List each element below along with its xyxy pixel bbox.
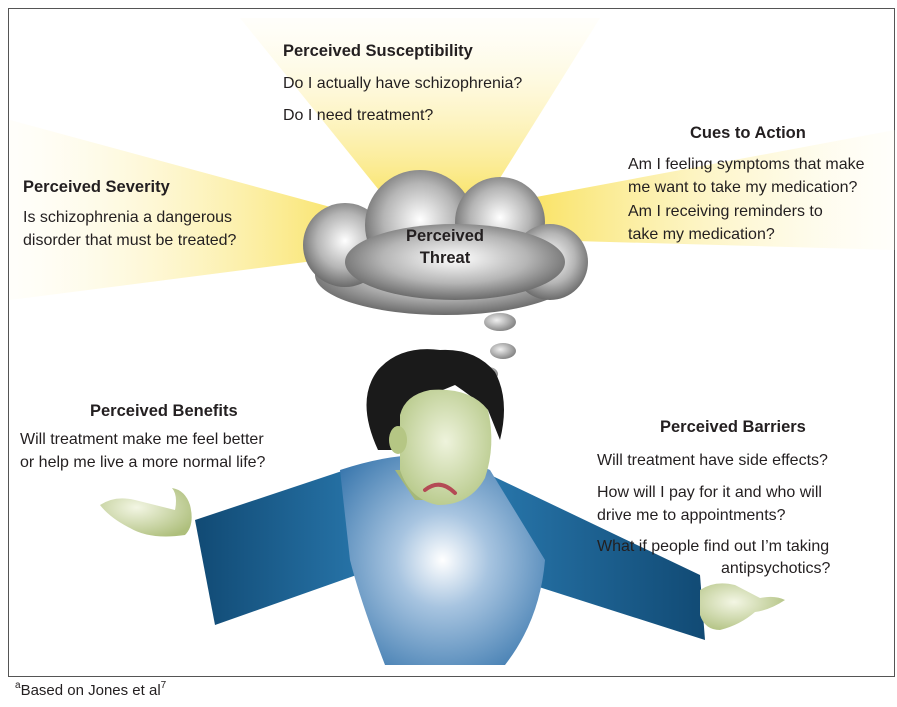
barriers-line4: What if people find out I’m taking [597, 538, 830, 555]
barriers-line3: drive me to appointments? [597, 507, 786, 524]
cues-line1: Am I feeling symptoms that make [628, 156, 865, 173]
benefits-line2: or help me live a more normal life? [20, 454, 266, 471]
susceptibility-q1: Do I actually have schizophrenia? [283, 75, 523, 92]
severity-line2: disorder that must be treated? [23, 232, 237, 249]
thought-bubble-2 [490, 343, 516, 359]
ray-top [240, 18, 600, 210]
threat-label-1: Perceived [406, 227, 484, 245]
susceptibility-q2: Do I need treatment? [283, 107, 434, 124]
cues-line3: Am I receiving reminders to [628, 203, 823, 220]
frown-mouth [423, 482, 457, 495]
threat-cloud [303, 170, 588, 315]
barriers-line1: Will treatment have side effects? [597, 452, 828, 469]
ray-right [520, 130, 895, 250]
face [400, 389, 492, 505]
thought-bubble-1 [484, 313, 516, 331]
susceptibility-title: Perceived Susceptibility [283, 42, 473, 60]
cues-line4: take my medication? [628, 226, 775, 243]
hair [366, 349, 504, 450]
right-arm [470, 470, 705, 640]
footnote-text: Based on Jones et al [20, 682, 161, 699]
benefits-title: Perceived Benefits [90, 402, 238, 420]
cues-line2: me want to take my medication? [628, 179, 858, 196]
threat-label-2: Threat [419, 249, 471, 267]
barriers-title: Perceived Barriers [660, 418, 806, 436]
ray-left [10, 120, 360, 300]
left-arm [195, 470, 385, 625]
shirt [340, 455, 545, 665]
cues-title: Cues to Action [690, 124, 806, 142]
footnote-ref: 7 [160, 680, 167, 691]
severity-title: Perceived Severity [23, 178, 170, 196]
barriers-line2: How will I pay for it and who will [597, 484, 822, 501]
benefits-line1: Will treatment make me feel better [20, 431, 264, 448]
left-hand [100, 488, 192, 537]
right-hand [700, 583, 785, 630]
severity-line1: Is schizophrenia a dangerous [23, 209, 233, 226]
footnote-marker: a [15, 680, 21, 691]
barriers-line5: antipsychotics? [721, 560, 831, 577]
footnote: aBased on Jones et al7 [15, 680, 167, 699]
